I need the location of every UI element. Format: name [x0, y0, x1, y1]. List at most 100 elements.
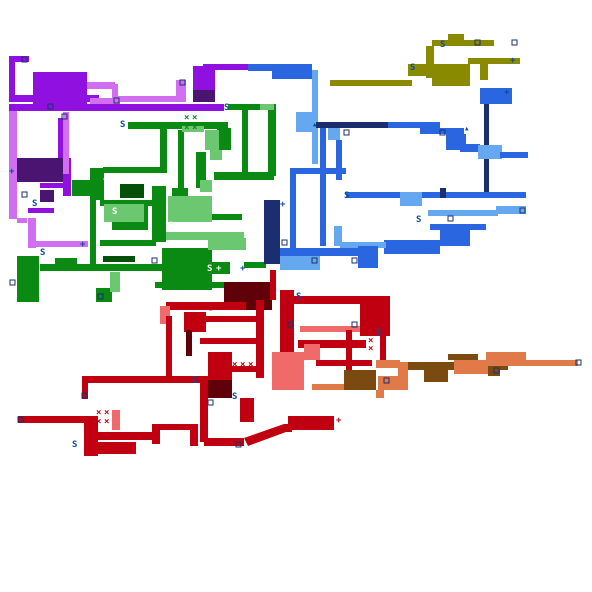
map-room [193, 90, 215, 102]
map-room [168, 196, 212, 222]
map-room [520, 360, 578, 366]
region-red [18, 270, 390, 456]
door-icon [61, 113, 68, 120]
save-point-icon: S [192, 376, 197, 386]
map-room [208, 380, 232, 398]
map-room [118, 96, 180, 102]
map-room [208, 238, 246, 250]
boss-marker-icon: × [96, 417, 101, 427]
map-room [334, 226, 342, 246]
map-room [272, 67, 312, 79]
map-room [166, 232, 244, 240]
map-room [152, 424, 160, 444]
save-point-icon: S [40, 248, 45, 258]
door-icon [281, 239, 288, 246]
boss-marker-icon: × [104, 417, 109, 427]
door-icon [17, 416, 24, 423]
item-icon: + [216, 264, 222, 274]
map-room [328, 128, 340, 140]
map-room [40, 183, 70, 188]
region-olive [330, 34, 520, 86]
map-room [320, 128, 326, 246]
door-markers [9, 39, 582, 448]
map-room [112, 410, 120, 430]
elevator-icon: ▴ [208, 304, 213, 314]
region-blue [248, 64, 528, 270]
map-room [96, 432, 156, 440]
save-point-icon: S [72, 440, 77, 450]
map-room [336, 140, 342, 180]
item-icon: + [9, 167, 15, 177]
map-room [104, 204, 144, 222]
door-icon [383, 377, 390, 384]
door-icon [474, 39, 481, 46]
map-room [292, 296, 388, 304]
map-room [40, 264, 162, 271]
map-room [15, 158, 63, 182]
map-room [480, 64, 488, 80]
boss-marker-icon: × [368, 336, 373, 346]
save-point-icon: S [416, 215, 421, 225]
map-room [460, 144, 480, 152]
map-room [398, 362, 408, 390]
map-room [486, 352, 526, 366]
map-room [200, 338, 262, 344]
map-markers: S S S S S S S S S S S S S S S S + + + + … [9, 40, 516, 450]
map-room [500, 152, 528, 158]
map-room [90, 198, 96, 270]
save-point-icon: S [376, 328, 381, 338]
map-room [28, 208, 54, 213]
map-room [376, 360, 400, 368]
map-room [103, 167, 167, 173]
item-icon: + [336, 416, 342, 426]
map-room [226, 366, 264, 372]
elevator-icon: ▴ [464, 124, 469, 134]
boss-marker-icon: × [240, 360, 245, 370]
elevator-icon: ▴ [312, 120, 317, 130]
map-room [214, 172, 274, 180]
map-room [376, 390, 384, 398]
map-room [270, 270, 276, 300]
map-room [290, 168, 296, 248]
map-room [217, 128, 231, 150]
save-point-icon: S [224, 103, 229, 113]
map-room [9, 56, 15, 96]
map-room [272, 352, 304, 390]
map-room [440, 188, 446, 198]
door-icon [511, 39, 518, 46]
map-room [346, 330, 352, 370]
map-room [186, 330, 192, 356]
map-room [480, 88, 512, 104]
map-room [316, 360, 372, 366]
door-icon [351, 321, 358, 328]
door-icon [207, 399, 214, 406]
map-room [204, 438, 244, 446]
item-icon: + [280, 200, 286, 210]
map-room [200, 180, 212, 192]
map-room [152, 186, 166, 242]
save-point-icon: S [232, 392, 237, 402]
map-room [178, 130, 184, 192]
map-room [260, 104, 274, 110]
map-room [384, 240, 440, 254]
map-room [166, 302, 246, 310]
map-room [242, 104, 248, 180]
map-room [344, 370, 376, 390]
door-icon [9, 279, 16, 286]
map-room [210, 150, 222, 160]
map-room [82, 383, 88, 399]
map-room [176, 80, 186, 102]
save-point-icon: S [296, 292, 301, 302]
map-room [388, 122, 440, 128]
map-room [82, 376, 202, 383]
door-icon [343, 129, 350, 136]
door-icon [235, 441, 242, 448]
map-room [268, 104, 276, 176]
map-room [280, 256, 320, 270]
save-point-icon: S [168, 221, 173, 231]
map-room [156, 424, 196, 430]
map-room [346, 192, 526, 198]
map-room [312, 70, 318, 164]
map-room [200, 376, 208, 442]
